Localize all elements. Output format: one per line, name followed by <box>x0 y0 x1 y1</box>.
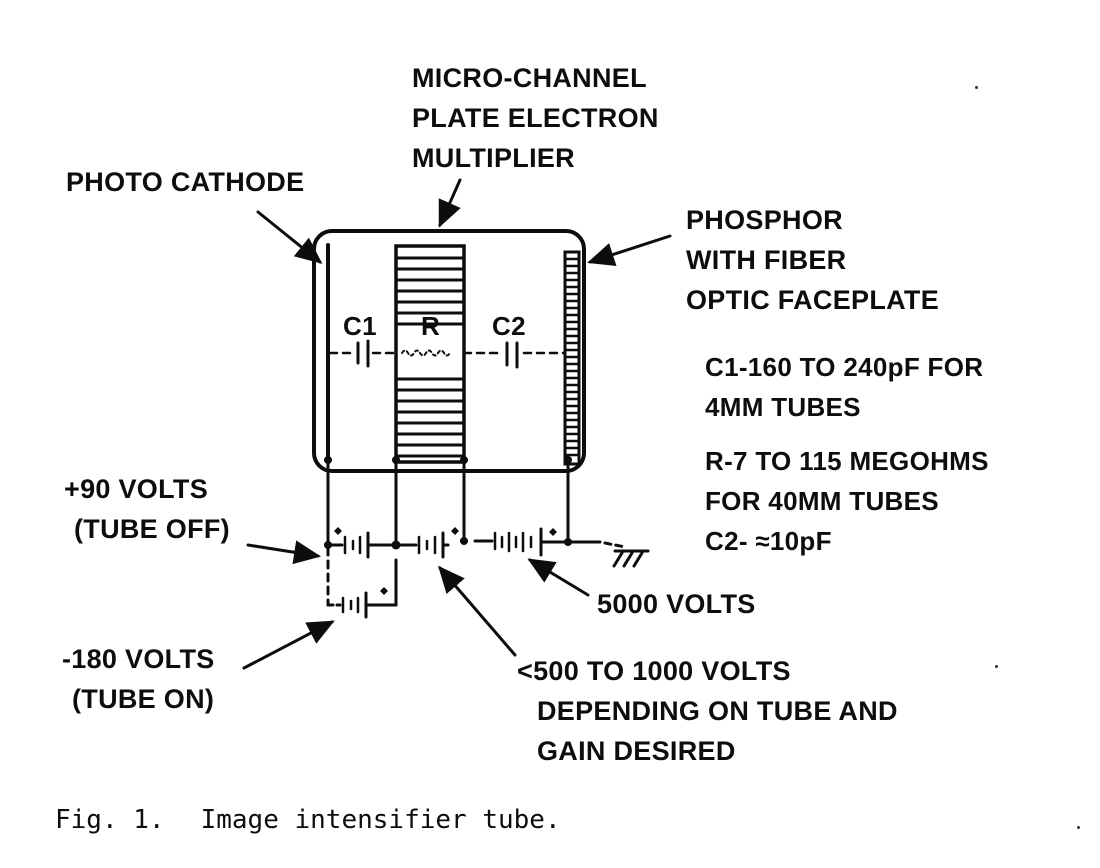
label-line: GAIN DESIRED <box>537 736 736 766</box>
phosphor-screen <box>563 250 581 466</box>
c2-capacitor-symbol <box>505 341 519 369</box>
label-phosphor: PHOSPHOR WITH FIBER OPTIC FACEPLATE <box>686 200 939 320</box>
spec-line: FOR 40MM TUBES <box>705 486 939 516</box>
spec-line: 4MM TUBES <box>705 392 861 422</box>
battery-mcp <box>394 527 459 559</box>
label-minus-180-volts: -180 VOLTS (TUBE ON) <box>62 639 215 719</box>
figure-title: Image intensifier tube. <box>200 805 561 835</box>
label-line: <500 TO 1000 VOLTS <box>517 656 791 686</box>
spec-line: R-7 TO 115 MEGOHMS <box>705 446 989 476</box>
r-resistor-symbol <box>401 349 451 357</box>
spec-line: C1-160 TO 240pF FOR <box>705 352 984 382</box>
mcp-plate <box>394 244 466 464</box>
label-line: PLATE ELECTRON <box>412 103 659 133</box>
label-line: MICRO-CHANNEL <box>412 63 647 93</box>
label-line: WITH FIBER <box>686 245 847 275</box>
label-5000-volts: 5000 VOLTS <box>597 589 756 619</box>
battery-5000v <box>473 527 570 557</box>
label-line: (TUBE OFF) <box>74 514 230 544</box>
tube-leads <box>326 458 570 547</box>
label-line: DEPENDING ON TUBE AND <box>537 696 898 726</box>
label-r: R <box>421 311 441 341</box>
label-c2: C2 <box>492 311 526 341</box>
speck <box>995 665 998 668</box>
label-mcp-voltage: <500 TO 1000 VOLTS DEPENDING ON TUBE AND… <box>517 651 898 771</box>
speck <box>1077 826 1080 829</box>
leader-arrows <box>242 178 672 670</box>
label-photo-cathode: PHOTO CATHODE <box>66 167 305 197</box>
label-line: PHOSPHOR <box>686 205 843 235</box>
c1-capacitor-symbol <box>356 339 370 368</box>
label-plus-90-volts: +90 VOLTS (TUBE OFF) <box>64 469 230 549</box>
component-specs: C1-160 TO 240pF FOR 4MM TUBES R-7 TO 115… <box>705 347 989 561</box>
label-micro-channel-plate: MICRO-CHANNEL PLATE ELECTRON MULTIPLIER <box>412 58 659 178</box>
speck <box>975 86 978 89</box>
junction-dots <box>324 456 572 550</box>
label-line: OPTIC FACEPLATE <box>686 285 940 315</box>
battery-minus180v-branch <box>326 546 398 619</box>
battery-90v <box>326 527 398 559</box>
label-c1: C1 <box>343 311 377 341</box>
label-line: MULTIPLIER <box>412 143 575 173</box>
label-line: (TUBE ON) <box>72 684 215 714</box>
figure-caption: Fig. 1. Image intensifier tube. <box>55 800 561 840</box>
spec-line: C2- ≈10pF <box>705 526 832 556</box>
figure-number: Fig. 1. <box>55 805 165 835</box>
label-line: -180 VOLTS <box>62 644 215 674</box>
label-line: +90 VOLTS <box>64 474 209 504</box>
tube-envelope <box>312 229 586 473</box>
ground-icon <box>612 549 650 568</box>
